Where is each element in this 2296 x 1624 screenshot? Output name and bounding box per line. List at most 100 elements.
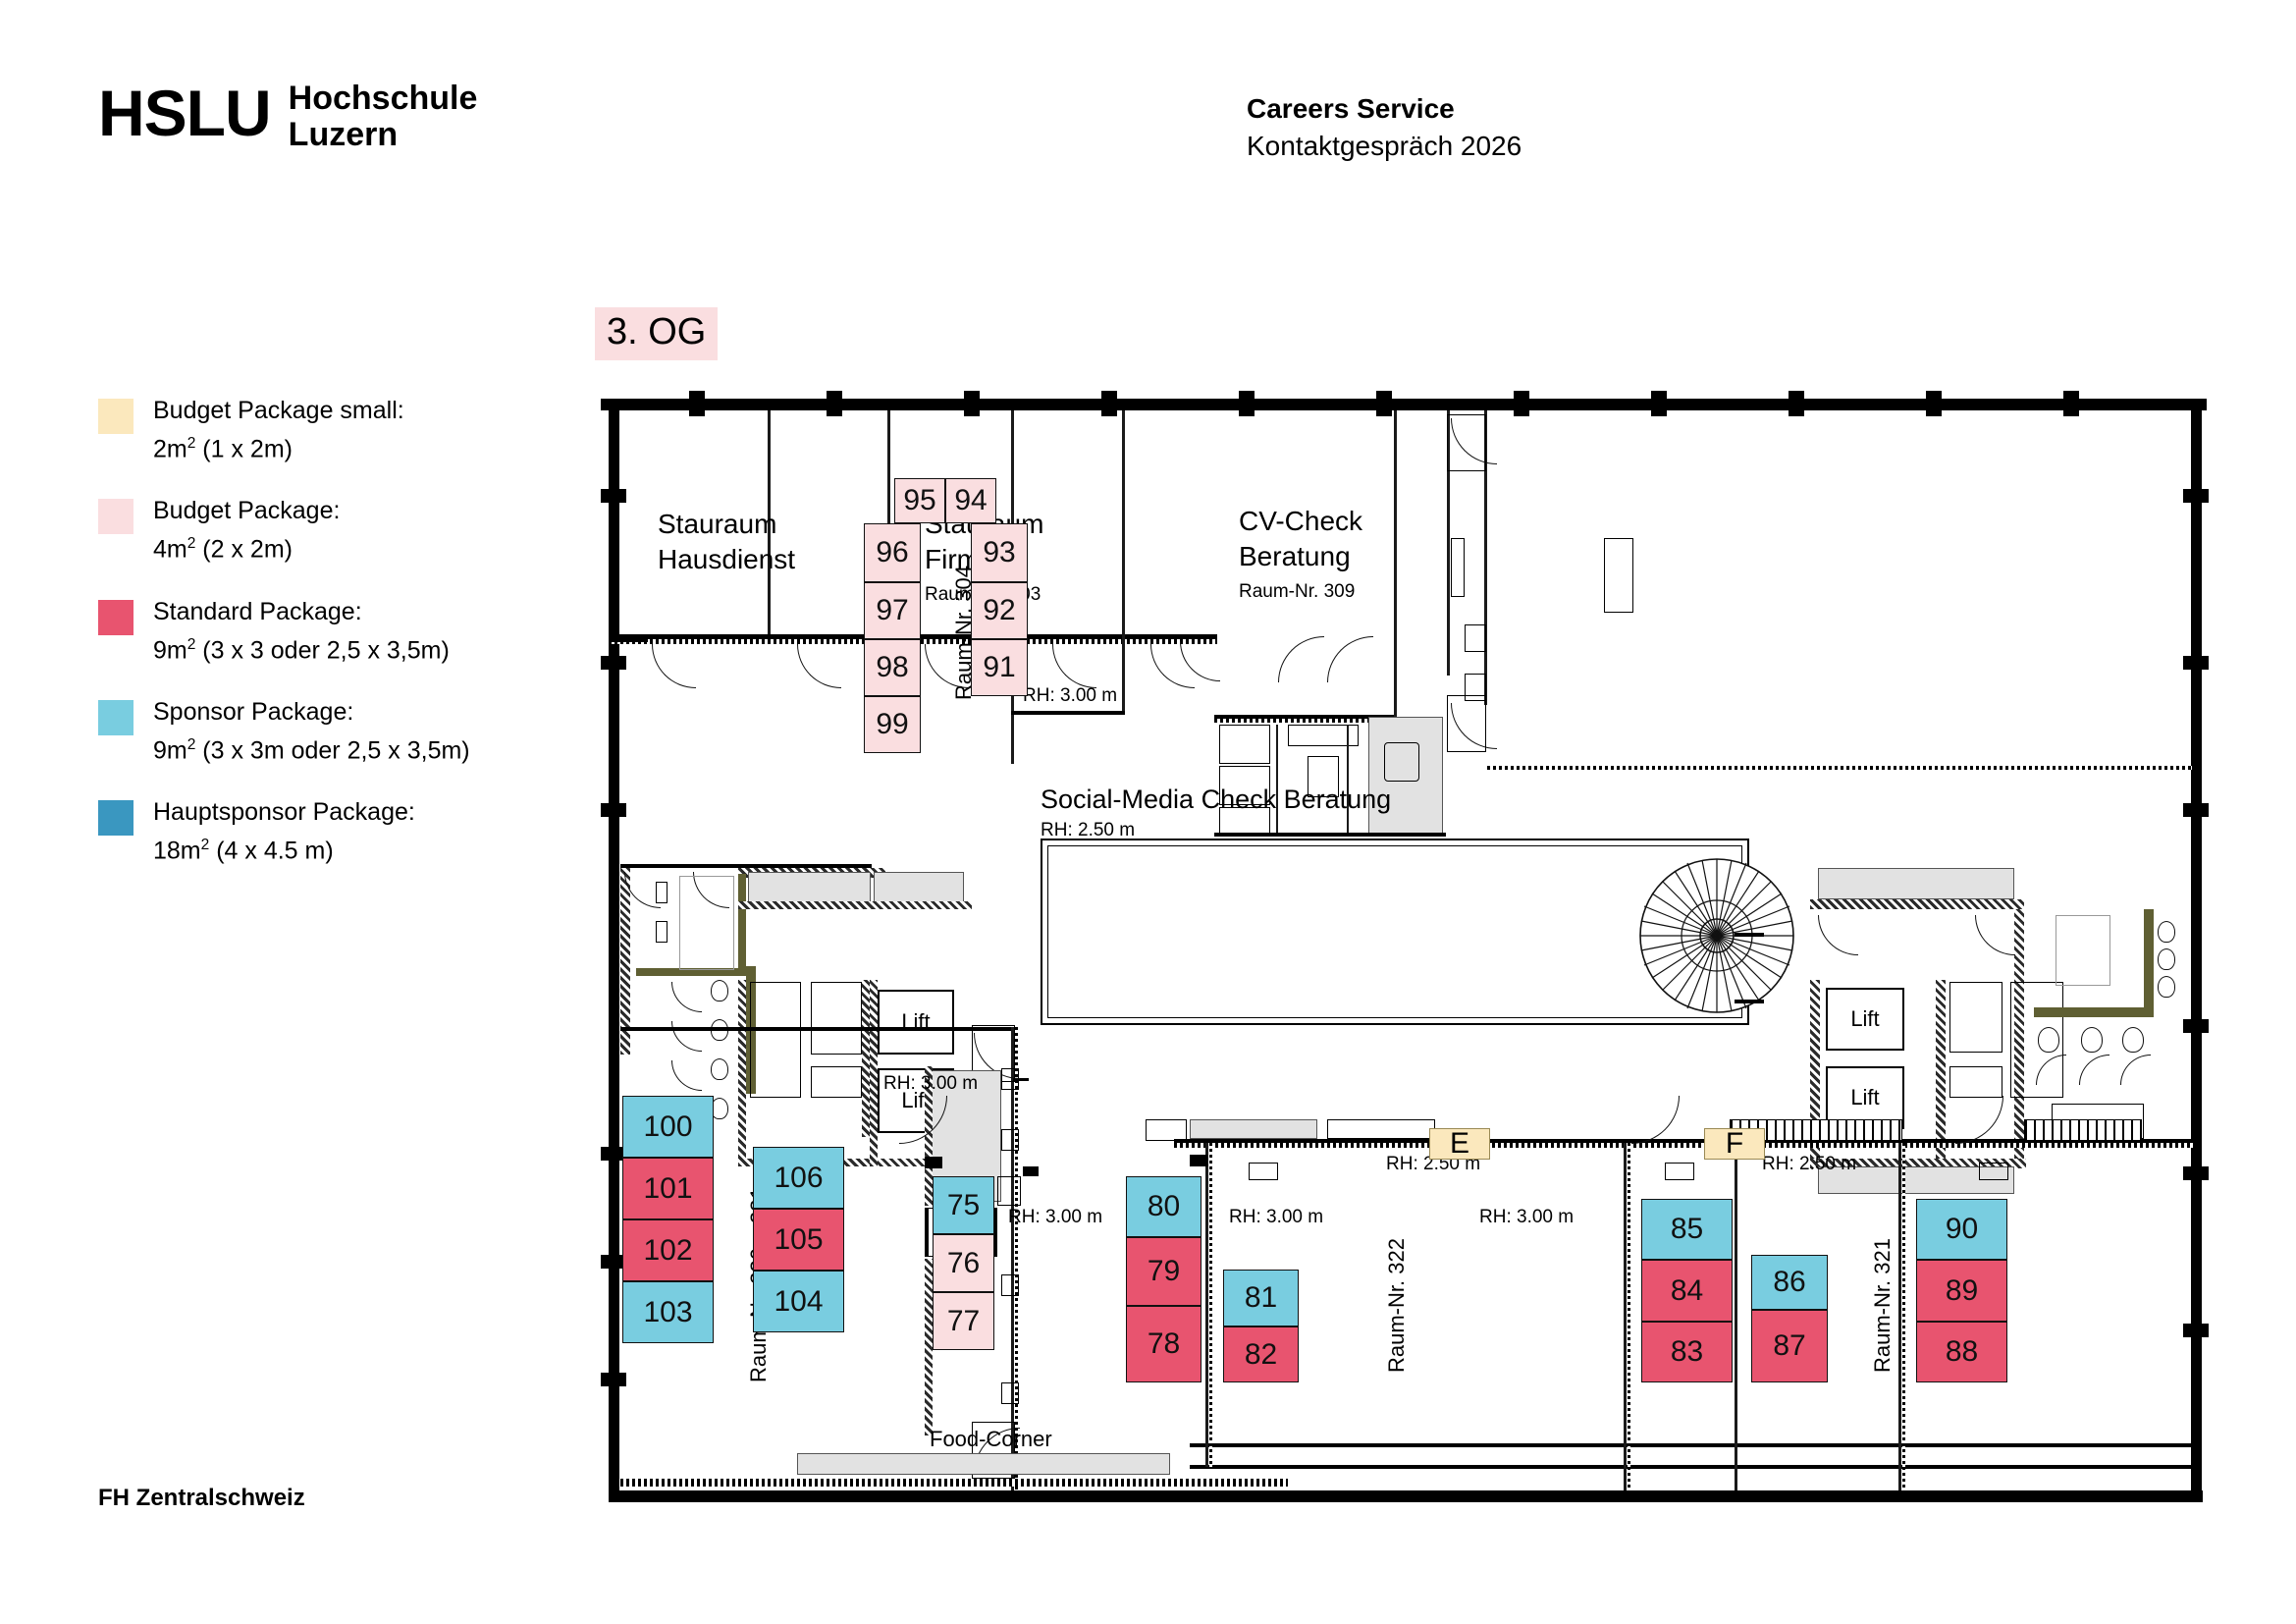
door-arc <box>671 982 702 1012</box>
booth-102[interactable]: 102 <box>622 1219 714 1281</box>
door-arc <box>671 1021 702 1052</box>
legend-line1: Budget Package small: <box>153 397 404 424</box>
core-shaft <box>874 872 964 905</box>
booth-86[interactable]: 86 <box>1751 1255 1828 1310</box>
staircase <box>1949 982 2002 1053</box>
booth-96[interactable]: 96 <box>864 523 921 582</box>
wall-detail <box>1013 1078 1029 1081</box>
legend-line2: 4m2 (2 x 2m) <box>153 535 293 564</box>
partition-wall <box>1347 725 1349 835</box>
legend-item-hauptsponsor: Hauptsponsor Package:18m2 (4 x 4.5 m) <box>98 796 510 867</box>
column-tick <box>2183 656 2209 670</box>
service-detail <box>1001 1274 1019 1296</box>
booth-number: 76 <box>946 1246 981 1279</box>
legend-swatch-hauptsponsor <box>98 800 133 837</box>
stair-landing <box>1735 933 1764 937</box>
door-arc <box>652 644 696 688</box>
booth-84[interactable]: 84 <box>1641 1260 1733 1322</box>
booth-100[interactable]: 100 <box>622 1096 714 1158</box>
booth-81[interactable]: 81 <box>1223 1270 1299 1326</box>
booth-80[interactable]: 80 <box>1126 1176 1201 1237</box>
service-detail <box>1604 538 1633 613</box>
legend-line1: Sponsor Package: <box>153 697 354 726</box>
booth-number: 91 <box>983 651 1016 683</box>
booth-number: 85 <box>1670 1213 1704 1245</box>
social-media-height-note: RH: 2.50 m <box>1041 820 1136 840</box>
food-corner-label: Food-Corner <box>930 1427 1052 1451</box>
booth-101[interactable]: 101 <box>622 1158 714 1219</box>
corridor-dotted <box>1174 1143 2195 1148</box>
partition-dotted <box>1015 1027 1018 1490</box>
document-subtitle: Kontaktgespräch 2026 <box>1247 131 1522 161</box>
booth-95[interactable]: 95 <box>894 478 945 523</box>
height-note-food: RH: 3.00 m <box>1008 1207 1103 1227</box>
booth-number: 101 <box>643 1171 693 1205</box>
legend-label: Budget Package small:2m2 (1 x 2m) <box>153 395 510 465</box>
logo-wordmark: HSLU <box>98 77 272 149</box>
booth-number: 106 <box>774 1161 824 1194</box>
column-tick <box>601 1373 626 1386</box>
partition-wall <box>1394 410 1397 719</box>
booth-number: 84 <box>1670 1273 1704 1307</box>
wc-counter <box>679 876 734 970</box>
booth-91[interactable]: 91 <box>971 639 1028 696</box>
booth-number: 75 <box>946 1188 981 1221</box>
booth-92[interactable]: 92 <box>971 582 1028 639</box>
booth-75[interactable]: 75 <box>933 1176 994 1234</box>
partition-wall <box>620 1027 1013 1031</box>
partition-wall <box>1214 715 1397 719</box>
booth-88[interactable]: 88 <box>1916 1322 2007 1382</box>
core-wall-hatch <box>1810 1159 2026 1168</box>
column-tick <box>1514 391 1529 416</box>
booth-79[interactable]: 79 <box>1126 1237 1201 1306</box>
column-tick <box>1101 391 1117 416</box>
floor-marker <box>1249 1163 1278 1180</box>
wall-detail <box>1465 674 1486 701</box>
door-arc <box>1278 636 1324 682</box>
booth-number: 105 <box>774 1222 824 1256</box>
booth-99[interactable]: 99 <box>864 696 921 753</box>
booth-87[interactable]: 87 <box>1751 1310 1828 1382</box>
booth-85[interactable]: 85 <box>1641 1199 1733 1260</box>
booth-103[interactable]: 103 <box>622 1281 714 1343</box>
booth-105[interactable]: 105 <box>753 1209 844 1271</box>
booth-97[interactable]: 97 <box>864 582 921 639</box>
booth-90[interactable]: 90 <box>1916 1199 2007 1260</box>
door-frame <box>1447 695 1486 752</box>
booth-83[interactable]: 83 <box>1641 1322 1733 1382</box>
booth-94[interactable]: 94 <box>945 478 996 523</box>
booth-77[interactable]: 77 <box>933 1292 994 1350</box>
booth-number: 99 <box>876 708 909 740</box>
service-room <box>1288 725 1359 746</box>
core-wall-hatch <box>1810 899 2024 909</box>
wall-left-upper <box>609 399 619 1027</box>
stair-landing <box>1735 1000 1764 1003</box>
booth-number: 78 <box>1147 1327 1181 1360</box>
room-number-309: Raum-Nr. 309 <box>1239 581 1356 602</box>
booth-number: 86 <box>1773 1266 1806 1298</box>
olive-partition <box>636 968 746 976</box>
core-wall-hatch <box>925 1066 933 1206</box>
wc-counter <box>2056 915 2110 986</box>
staircase <box>811 1066 862 1098</box>
booth-106[interactable]: 106 <box>753 1147 844 1209</box>
corridor-wall <box>1190 1465 2191 1469</box>
booth-76[interactable]: 76 <box>933 1234 994 1292</box>
column-tick <box>1926 391 1942 416</box>
booth-93[interactable]: 93 <box>971 523 1028 582</box>
room-label-cv-check: CV-Check Beratung Raum-Nr. 309 <box>1239 504 1362 606</box>
service-room <box>1219 766 1270 805</box>
booth-82[interactable]: 82 <box>1223 1326 1299 1382</box>
booth-78[interactable]: 78 <box>1126 1306 1201 1382</box>
booth-98[interactable]: 98 <box>864 639 921 696</box>
booth-89[interactable]: 89 <box>1916 1260 2007 1322</box>
door-arc <box>2120 1055 2151 1085</box>
corridor-wall <box>1190 1443 2191 1447</box>
booth-number: 83 <box>1670 1335 1704 1368</box>
column-tick <box>601 656 626 670</box>
booth-number: 77 <box>946 1304 981 1337</box>
booth-104[interactable]: 104 <box>753 1271 844 1332</box>
lift-left-upper: Lift <box>878 990 954 1055</box>
core-wall-hatch <box>738 980 746 1166</box>
